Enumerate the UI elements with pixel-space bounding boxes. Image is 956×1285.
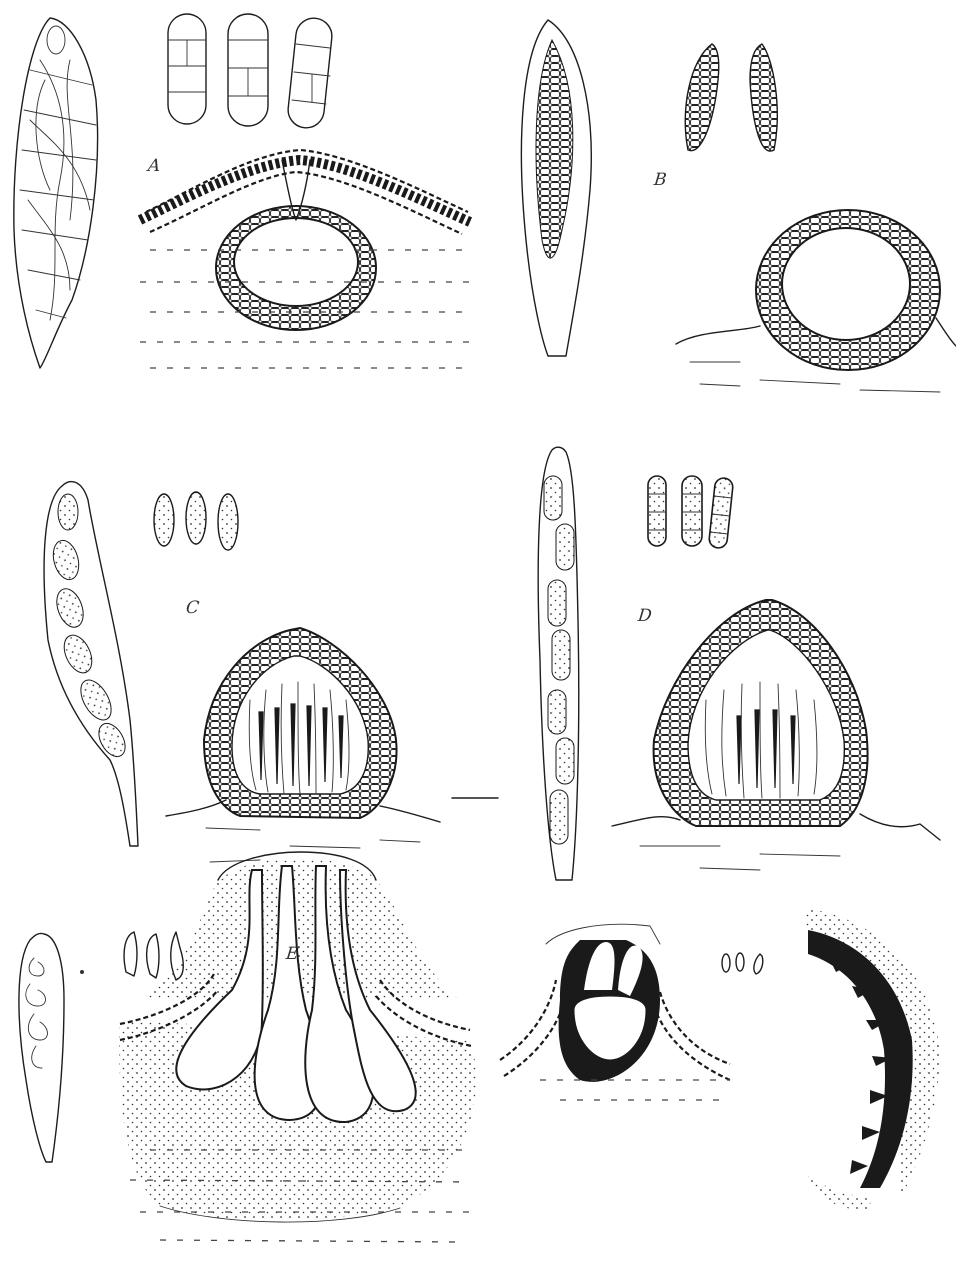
panel-e-stroma	[119, 852, 476, 1242]
panel-a-spores	[168, 14, 334, 130]
label-a: A	[147, 156, 161, 176]
panel-b-ascus	[521, 20, 591, 356]
label-e: E	[285, 944, 300, 964]
panel-c	[44, 482, 498, 862]
panel-e-ascus	[19, 933, 64, 1162]
panel-b-spores	[685, 44, 777, 151]
panel-e-cup-section	[806, 908, 940, 1210]
panel-d-perithecium	[612, 600, 940, 870]
panel-c-spores	[154, 492, 238, 550]
panel-c-perithecium	[166, 628, 498, 862]
panel-d	[538, 447, 940, 880]
label-b: B	[653, 170, 668, 190]
panel-a-ascus	[14, 18, 98, 368]
panel-e-dark-perithecium	[500, 924, 730, 1100]
panel-d-ascus	[538, 447, 579, 880]
panel-d-spores	[648, 476, 734, 549]
speck-mark	[80, 970, 84, 974]
panel-a	[14, 14, 470, 368]
label-c: C	[185, 598, 200, 618]
panel-b	[521, 20, 956, 392]
panel-b-perithecium	[676, 210, 956, 392]
panel-a-perithecium	[140, 150, 470, 368]
panel-e	[19, 852, 940, 1242]
panel-e-spores-right	[722, 953, 763, 974]
label-d: D	[637, 606, 653, 626]
panel-c-ascus	[44, 482, 138, 846]
